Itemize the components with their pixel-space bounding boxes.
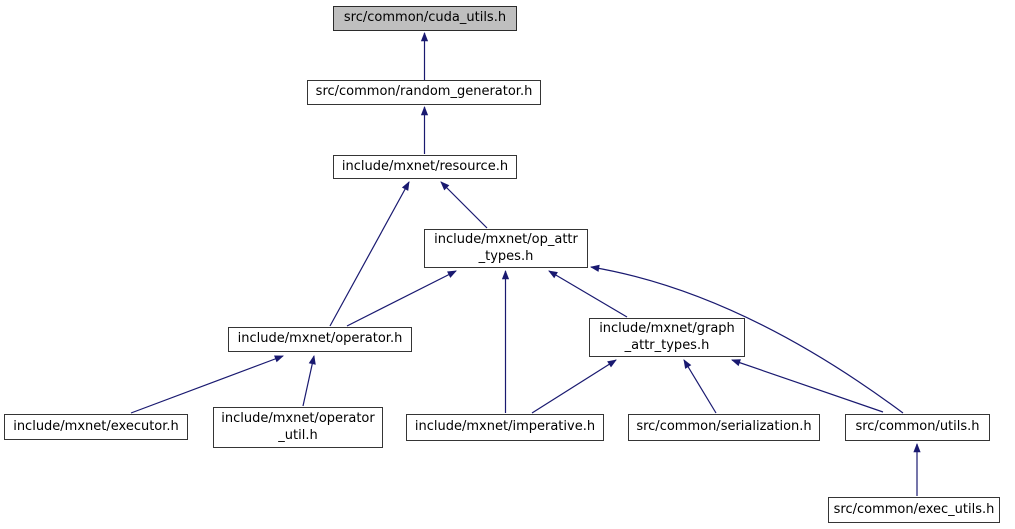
edge-op_attr_types-resource <box>440 181 488 229</box>
edge-executor-operator <box>130 355 284 414</box>
node-cuda_utils: src/common/cuda_utils.h <box>333 6 517 31</box>
edge-operator-op_attr_types <box>346 270 457 327</box>
node-operator_util[interactable]: include/mxnet/operator _util.h <box>213 407 383 448</box>
edge-serialization-graph_attr_types <box>683 359 717 414</box>
node-resource[interactable]: include/mxnet/resource.h <box>333 155 517 179</box>
node-random_generator[interactable]: src/common/random_generator.h <box>307 80 541 105</box>
node-graph_attr_types[interactable]: include/mxnet/graph _attr_types.h <box>589 318 745 357</box>
node-imperative[interactable]: include/mxnet/imperative.h <box>406 414 604 441</box>
edge-operator-resource <box>329 181 410 327</box>
edge-graph_attr_types-op_attr_types <box>548 270 628 318</box>
edge-utils-graph_attr_types <box>731 359 884 413</box>
edge-operator_util-operator <box>302 355 316 407</box>
node-operator[interactable]: include/mxnet/operator.h <box>228 327 412 352</box>
node-exec_utils[interactable]: src/common/exec_utils.h <box>828 497 1000 523</box>
node-op_attr_types[interactable]: include/mxnet/op_attr _types.h <box>424 229 588 268</box>
edge-imperative-graph_attr_types <box>531 359 617 414</box>
node-serialization[interactable]: src/common/serialization.h <box>628 414 820 441</box>
node-utils[interactable]: src/common/utils.h <box>845 414 990 441</box>
node-executor[interactable]: include/mxnet/executor.h <box>4 414 188 440</box>
edge-utils-op_attr_types <box>590 264 904 414</box>
